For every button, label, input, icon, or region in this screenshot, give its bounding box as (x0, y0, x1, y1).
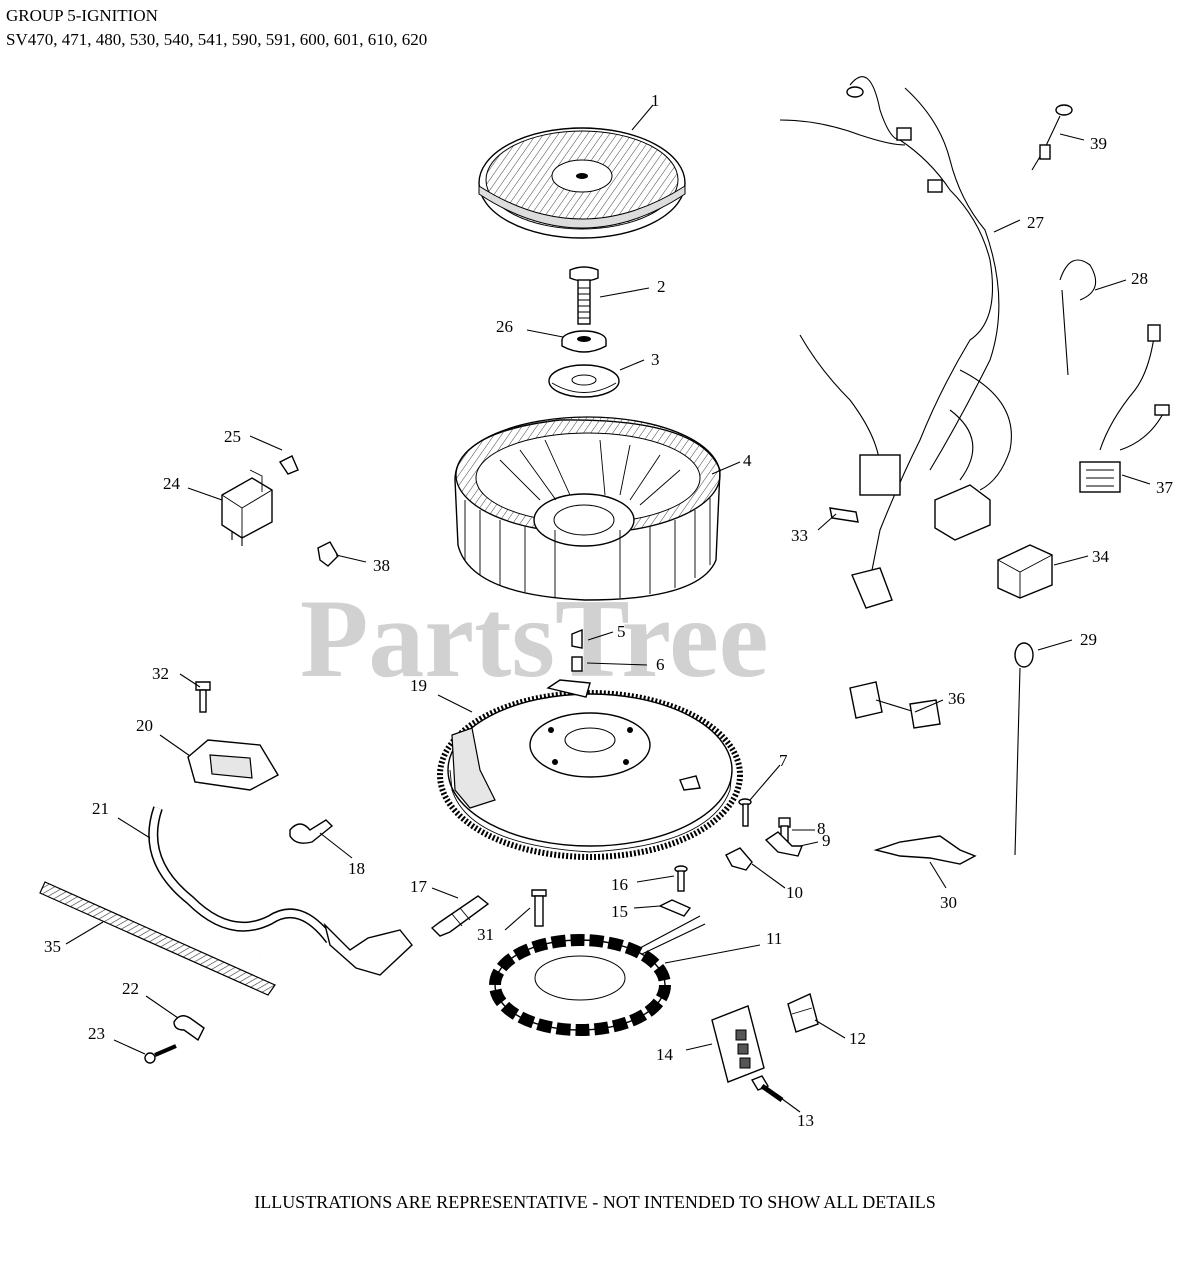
relay-34-part (997, 544, 1053, 599)
flywheel-part (437, 679, 743, 860)
callout-11: 11 (766, 929, 782, 948)
spark-plug-part (430, 895, 490, 937)
screw-7-part (738, 798, 752, 827)
connector-36-part (849, 681, 941, 729)
callout-2: 2 (657, 277, 666, 296)
clip-15-part (658, 899, 692, 917)
callout-15: 15 (611, 902, 628, 921)
callout-38: 38 (373, 556, 390, 575)
callout-3: 3 (651, 350, 660, 369)
relay-24-part (221, 469, 273, 546)
callout-29: 29 (1080, 630, 1097, 649)
wiring-harness-part (779, 76, 1012, 609)
cooling-fan-part (454, 416, 721, 601)
screw-13-part (750, 1075, 784, 1103)
callout-17: 17 (410, 877, 428, 896)
pin-33-part (829, 507, 859, 523)
callout-6: 6 (656, 655, 665, 674)
cable-tie-29-part (1014, 642, 1034, 856)
callout-28: 28 (1131, 269, 1148, 288)
callout-4: 4 (743, 451, 752, 470)
model-list: SV470, 471, 480, 530, 540, 541, 590, 591… (6, 30, 428, 49)
callout-22: 22 (122, 979, 139, 998)
screw-23-part (144, 1044, 177, 1064)
conduit-part (39, 881, 276, 996)
callout-20: 20 (136, 716, 153, 735)
ignition-module-part (148, 739, 413, 976)
bracket-30-part (873, 835, 977, 865)
callout-34: 34 (1092, 547, 1110, 566)
callout-10: 10 (786, 883, 803, 902)
callout-19: 19 (410, 676, 427, 695)
rectifier-clip-part (787, 993, 819, 1033)
sensor-39-part (1031, 104, 1073, 171)
watermark: PartsTree (300, 577, 769, 701)
footer-note: ILLUSTRATIONS ARE REPRESENTATIVE - NOT I… (254, 1192, 936, 1212)
callout-16: 16 (611, 875, 628, 894)
callout-23: 23 (88, 1024, 105, 1043)
callout-37: 37 (1156, 478, 1174, 497)
callout-30: 30 (940, 893, 957, 912)
flywheel-key-part (571, 628, 583, 649)
clamp-22-part (173, 1015, 205, 1042)
clip-38-part (317, 541, 339, 567)
clip-10-part (725, 847, 753, 871)
grass-screen-part (478, 127, 686, 239)
rectifier-regulator-part (711, 1005, 765, 1083)
callout-14: 14 (656, 1045, 674, 1064)
callout-32: 32 (152, 664, 169, 683)
fan-retainer-part (548, 364, 620, 398)
washer-part (561, 330, 607, 353)
spacer-part (571, 656, 583, 672)
callout-39: 39 (1090, 134, 1107, 153)
callout-labels: 1 2 3 4 5 6 7 8 9 10 11 12 13 14 15 16 1… (44, 91, 1174, 1130)
callout-12: 12 (849, 1029, 866, 1048)
diagram-title: GROUP 5-IGNITION (6, 6, 158, 25)
callout-21: 21 (92, 799, 109, 818)
callout-5: 5 (617, 622, 626, 641)
callout-13: 13 (797, 1111, 814, 1130)
clip-25-part (278, 455, 299, 475)
callout-25: 25 (224, 427, 241, 446)
clamp-18-part (289, 819, 334, 844)
stator-part (489, 915, 706, 1036)
screw-16-part (674, 865, 688, 892)
bolt-31-part (531, 889, 547, 927)
cable-tie-28-part (1059, 259, 1097, 376)
callout-33: 33 (791, 526, 808, 545)
callout-18: 18 (348, 859, 365, 878)
callout-1: 1 (651, 91, 660, 110)
callout-26: 26 (496, 317, 513, 336)
callout-27: 27 (1027, 213, 1045, 232)
bolt-32-part (195, 681, 211, 713)
flywheel-bolt-part (569, 266, 599, 325)
callout-7: 7 (779, 751, 788, 770)
leader-lines (65, 104, 1151, 1113)
callout-36: 36 (948, 689, 965, 708)
callout-9: 9 (822, 831, 831, 850)
callout-35: 35 (44, 937, 61, 956)
callout-8: 8 (817, 819, 826, 838)
callout-31: 31 (477, 925, 494, 944)
switch-harness-part (1079, 324, 1170, 493)
callout-24: 24 (163, 474, 181, 493)
